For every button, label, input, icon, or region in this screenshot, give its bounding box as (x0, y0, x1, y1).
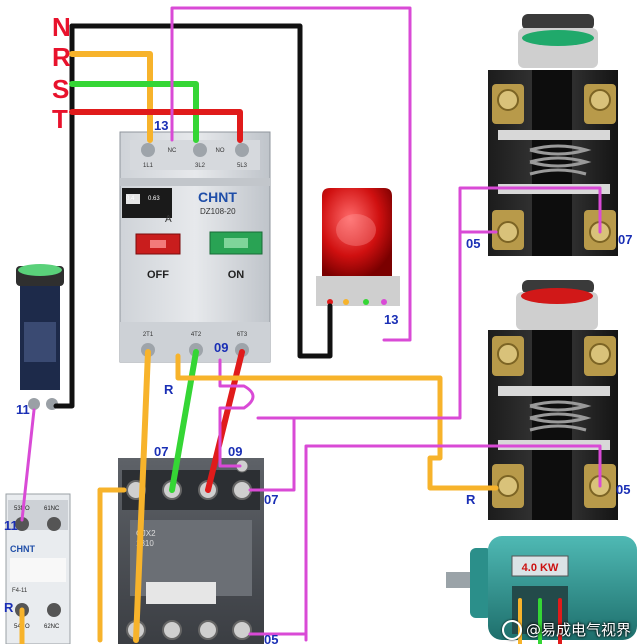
phase-r-wire (69, 51, 153, 143)
label-aux-r: R (4, 600, 14, 615)
breaker-unit: A (165, 214, 172, 225)
breaker-out-3: 6T3 (237, 332, 248, 338)
label-lamp-11: 11 (16, 402, 30, 417)
control-wire-07-right (248, 416, 296, 492)
out-yellow-wire (133, 349, 151, 643)
breaker-terminal-1: 1L1 (143, 163, 154, 169)
auxiliary-contact-block: 53NO 61NC CHNT F4-11 54NO 62NC (5, 493, 71, 644)
label-button2-r: R (466, 492, 476, 507)
indicator-lamp (16, 264, 64, 410)
control-wire-button2-05 (304, 444, 602, 642)
out-red-wire (205, 349, 245, 493)
breaker-model: DZ108-20 (200, 207, 236, 216)
label-button1-05: 05 (466, 236, 480, 251)
breaker-out-2: 4T2 (191, 332, 202, 338)
label-contactor-07-left: 07 (154, 444, 168, 459)
label-breaker-13: 13 (154, 118, 168, 133)
breaker-terminal-3: 3L2 (195, 163, 206, 169)
control-wire-top (170, 6, 412, 342)
phase-s-wire (69, 81, 199, 143)
breaker-on-label: ON (228, 269, 245, 281)
control-wire-button1-05 (256, 186, 602, 420)
watermark-logo-icon (501, 619, 522, 640)
contactor-model-a: CJX2 (136, 529, 156, 538)
breaker-terminal-4: NO (216, 148, 225, 154)
label-aux-11: 11 (4, 518, 18, 533)
label-contactor-05: 05 (264, 632, 278, 644)
motor-protection-breaker: 1L1 NC 3L2 NO 5L3 CHNT DZ108-20 0.4 0.63… (119, 131, 271, 363)
watermark-text: @易成电气视界 (525, 621, 631, 639)
control-wire-09 (218, 358, 255, 468)
breaker-rating-high: 0.63 (148, 196, 160, 202)
line-label-s: S (52, 74, 69, 104)
stop-pushbutton (488, 280, 618, 520)
lamp-aux-wire (20, 408, 36, 522)
control-yellow-r-down (427, 415, 499, 491)
aux-code: F4-11 (12, 588, 28, 594)
label-button2-05: 05 (616, 482, 630, 497)
aux-term-top-b: 61NC (44, 506, 60, 512)
neutral-wire-lamp (53, 23, 75, 409)
line-label-t: T (52, 104, 68, 134)
label-siren-13: 13 (384, 312, 398, 327)
label-breaker-09: 09 (214, 340, 228, 355)
label-contactor-09: 09 (228, 444, 242, 459)
motor-power-label: 4.0 KW (522, 562, 559, 574)
line-label-r: R (52, 42, 71, 72)
aux-term-bottom-b: 62NC (44, 624, 60, 630)
aux-brand: CHNT (10, 544, 35, 554)
breaker-off-label: OFF (147, 269, 169, 281)
breaker-terminal-5: 5L3 (237, 163, 248, 169)
contactor-model-b: 1810 (136, 539, 154, 548)
out-green-wire (169, 349, 199, 493)
breaker-terminal-2: NC (168, 148, 177, 154)
breaker-out-1: 2T1 (143, 332, 154, 338)
breaker-rating-low: 0.4 (126, 196, 135, 202)
watermark: @易成电气视界 (501, 619, 631, 640)
label-contactor-07-right: 07 (264, 492, 278, 507)
phase-t-wire (69, 109, 243, 143)
label-breaker-r: R (164, 382, 174, 397)
breaker-brand: CHNT (198, 189, 237, 205)
alarm-beacon (316, 188, 400, 306)
line-label-n: N (52, 12, 71, 42)
control-yellow-r (175, 353, 443, 421)
label-button1-07: 07 (618, 232, 632, 247)
